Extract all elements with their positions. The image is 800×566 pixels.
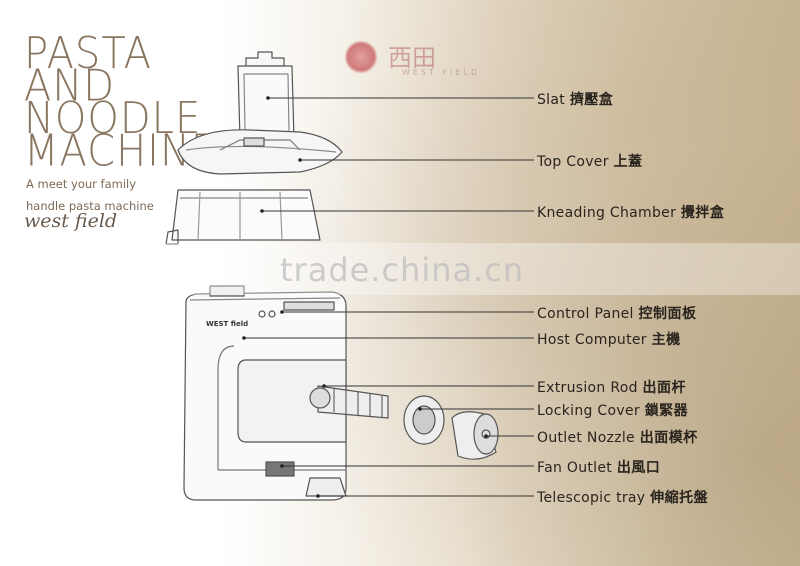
locking-cover-illustration [403, 395, 445, 445]
callout-name: Outlet Nozzle [537, 430, 635, 446]
callout-name: Top Cover [537, 154, 609, 170]
callout-cn: 上蓋 [613, 154, 643, 170]
callout-slat: Slat 擠壓盒 [537, 89, 613, 109]
callout-cn: 鎖緊器 [644, 403, 689, 419]
callout-cn: 出面杆 [642, 380, 687, 396]
slat-illustration [237, 51, 295, 141]
callout-name: Locking Cover [537, 403, 640, 419]
logo-english-text: WEST FIELD [402, 68, 481, 77]
flower-logo-icon [344, 40, 378, 74]
tagline: A meet your family handle pasta machine [26, 177, 154, 213]
callout-name: Extrusion Rod [537, 380, 638, 396]
machine-badge: WEST field [206, 320, 248, 328]
callout-extrusion-rod: Extrusion Rod 出面杆 [537, 377, 686, 397]
callout-cn: 出面模杯 [639, 430, 698, 446]
callout-cn: 攪拌盒 [680, 205, 725, 221]
callout-name: Telescopic tray [537, 490, 646, 506]
callout-outlet-nozzle: Outlet Nozzle 出面模杯 [537, 427, 698, 447]
callout-locking-cover: Locking Cover 鎖緊器 [537, 400, 688, 420]
callout-top-cover: Top Cover 上蓋 [537, 151, 643, 171]
watermark-text: trade.china.cn [280, 251, 525, 289]
callout-name: Host Computer [537, 332, 647, 348]
logo-chinese-text: 西田 [388, 44, 436, 72]
brand-name: west field [24, 210, 118, 232]
page-title: PASTA AND NOODLE MACHINE [24, 29, 218, 177]
top-cover-illustration [177, 129, 343, 175]
kneading-chamber-illustration [165, 189, 321, 245]
watermark-band [0, 243, 800, 295]
callout-host-computer: Host Computer 主機 [537, 329, 681, 349]
callout-cn: 擠壓盒 [569, 92, 614, 108]
callout-cn: 出風口 [616, 460, 661, 476]
callout-fan-outlet: Fan Outlet 出風口 [537, 457, 660, 477]
callout-control-panel: Control Panel 控制面板 [537, 303, 697, 323]
extrusion-rod-illustration [309, 385, 389, 419]
callout-cn: 伸縮托盤 [650, 490, 709, 506]
host-computer-illustration [183, 285, 347, 501]
leader-lines [244, 97, 534, 497]
leader-dots [242, 96, 488, 498]
callout-kneading-chamber: Kneading Chamber 攪拌盒 [537, 202, 724, 222]
callout-cn: 控制面板 [638, 306, 697, 322]
callout-cn: 主機 [651, 332, 681, 348]
outlet-nozzle-illustration [451, 411, 499, 460]
callout-name: Control Panel [537, 306, 634, 322]
callout-telescopic-tray: Telescopic tray 伸縮托盤 [537, 487, 708, 507]
callout-name: Kneading Chamber [537, 205, 677, 221]
callout-name: Slat [537, 92, 566, 108]
callout-name: Fan Outlet [537, 460, 613, 476]
